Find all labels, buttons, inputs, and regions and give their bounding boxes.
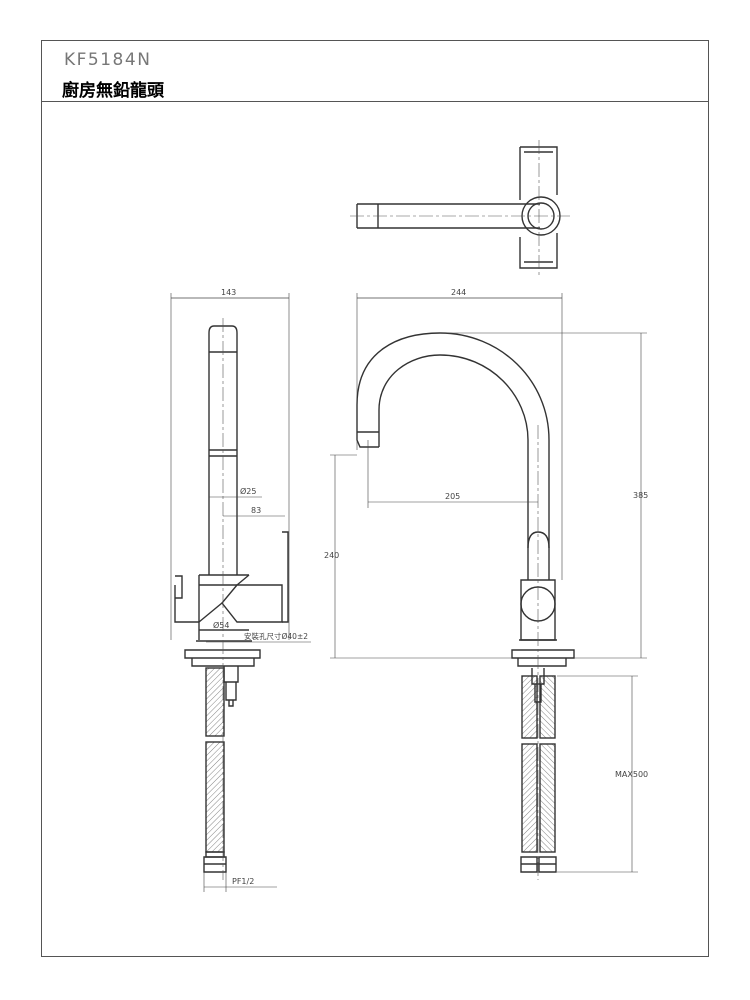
dim-body-diameter: Ø25 bbox=[240, 486, 256, 496]
dim-handle-offset: 83 bbox=[251, 506, 261, 515]
side-view bbox=[170, 293, 311, 892]
dim-hose-length: MAX500 bbox=[615, 770, 648, 779]
dim-mount-hole: 安裝孔尺寸Ø40±2 bbox=[244, 631, 308, 641]
front-view bbox=[330, 293, 647, 880]
dim-side-width: 143 bbox=[221, 288, 236, 297]
dim-base-diameter: Ø54 bbox=[213, 620, 229, 630]
dim-height: 385 bbox=[633, 491, 648, 500]
dim-spout-reach: 205 bbox=[445, 492, 460, 501]
header-divider bbox=[41, 101, 709, 102]
dim-front-width: 244 bbox=[451, 288, 466, 297]
model-number: KF5184N bbox=[64, 50, 152, 70]
product-name: 廚房無鉛龍頭 bbox=[62, 81, 164, 101]
dim-spout-height: 240 bbox=[324, 551, 339, 560]
dim-connector: PF1/2 bbox=[232, 877, 254, 886]
top-view bbox=[350, 140, 570, 275]
drawing-frame bbox=[41, 40, 709, 957]
